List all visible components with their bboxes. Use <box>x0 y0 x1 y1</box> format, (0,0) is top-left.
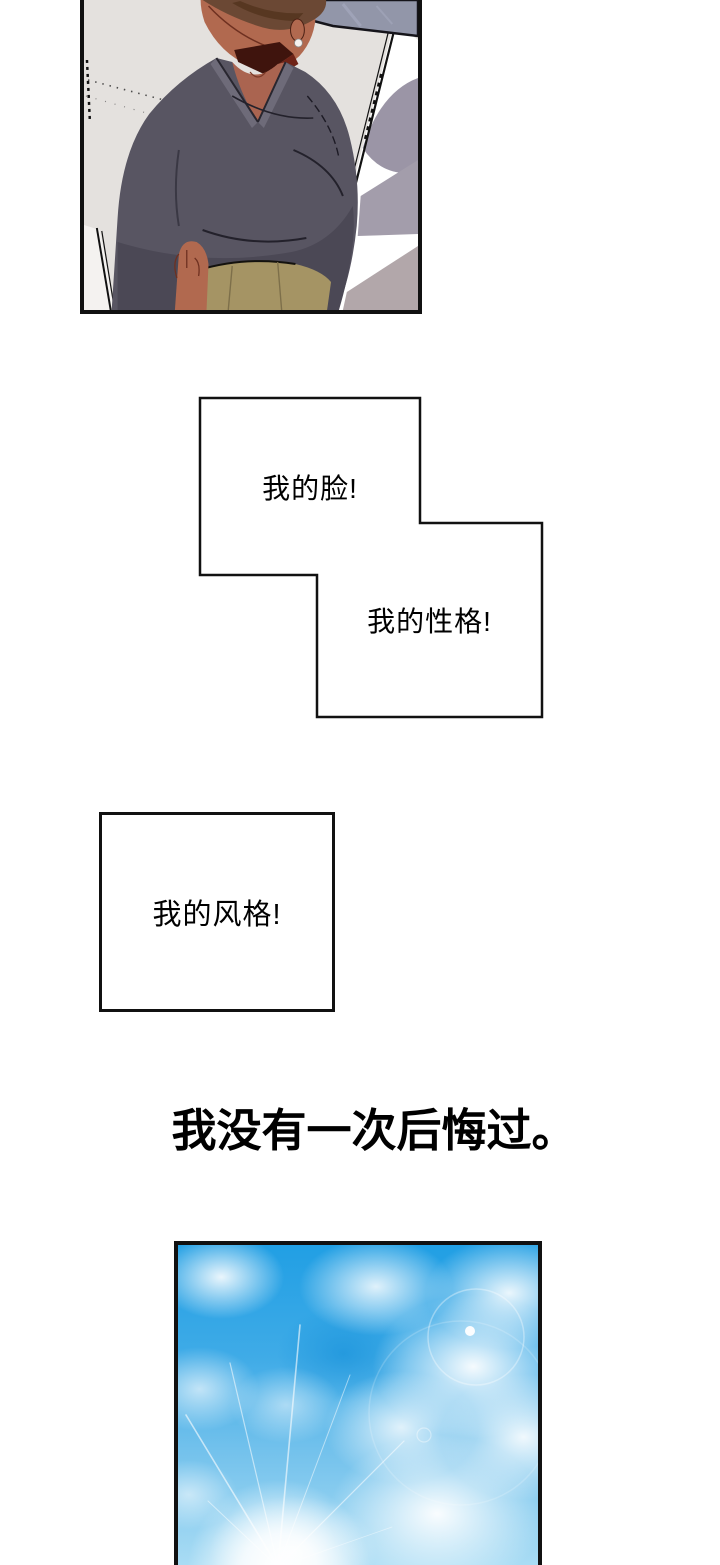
speech-bubble-personality: 我的性格! <box>367 606 492 637</box>
character-illustration <box>84 0 418 310</box>
speech-bubble-style: 我的风格! <box>99 812 335 1012</box>
panel-sky <box>174 1241 542 1565</box>
panel-character <box>80 0 422 314</box>
sun-flare-illustration <box>185 1288 538 1565</box>
speech-bubble-union <box>198 396 544 719</box>
narration-text: 我没有一次后悔过。 <box>171 1105 577 1156</box>
speech-bubble-face: 我的脸! <box>262 472 358 504</box>
